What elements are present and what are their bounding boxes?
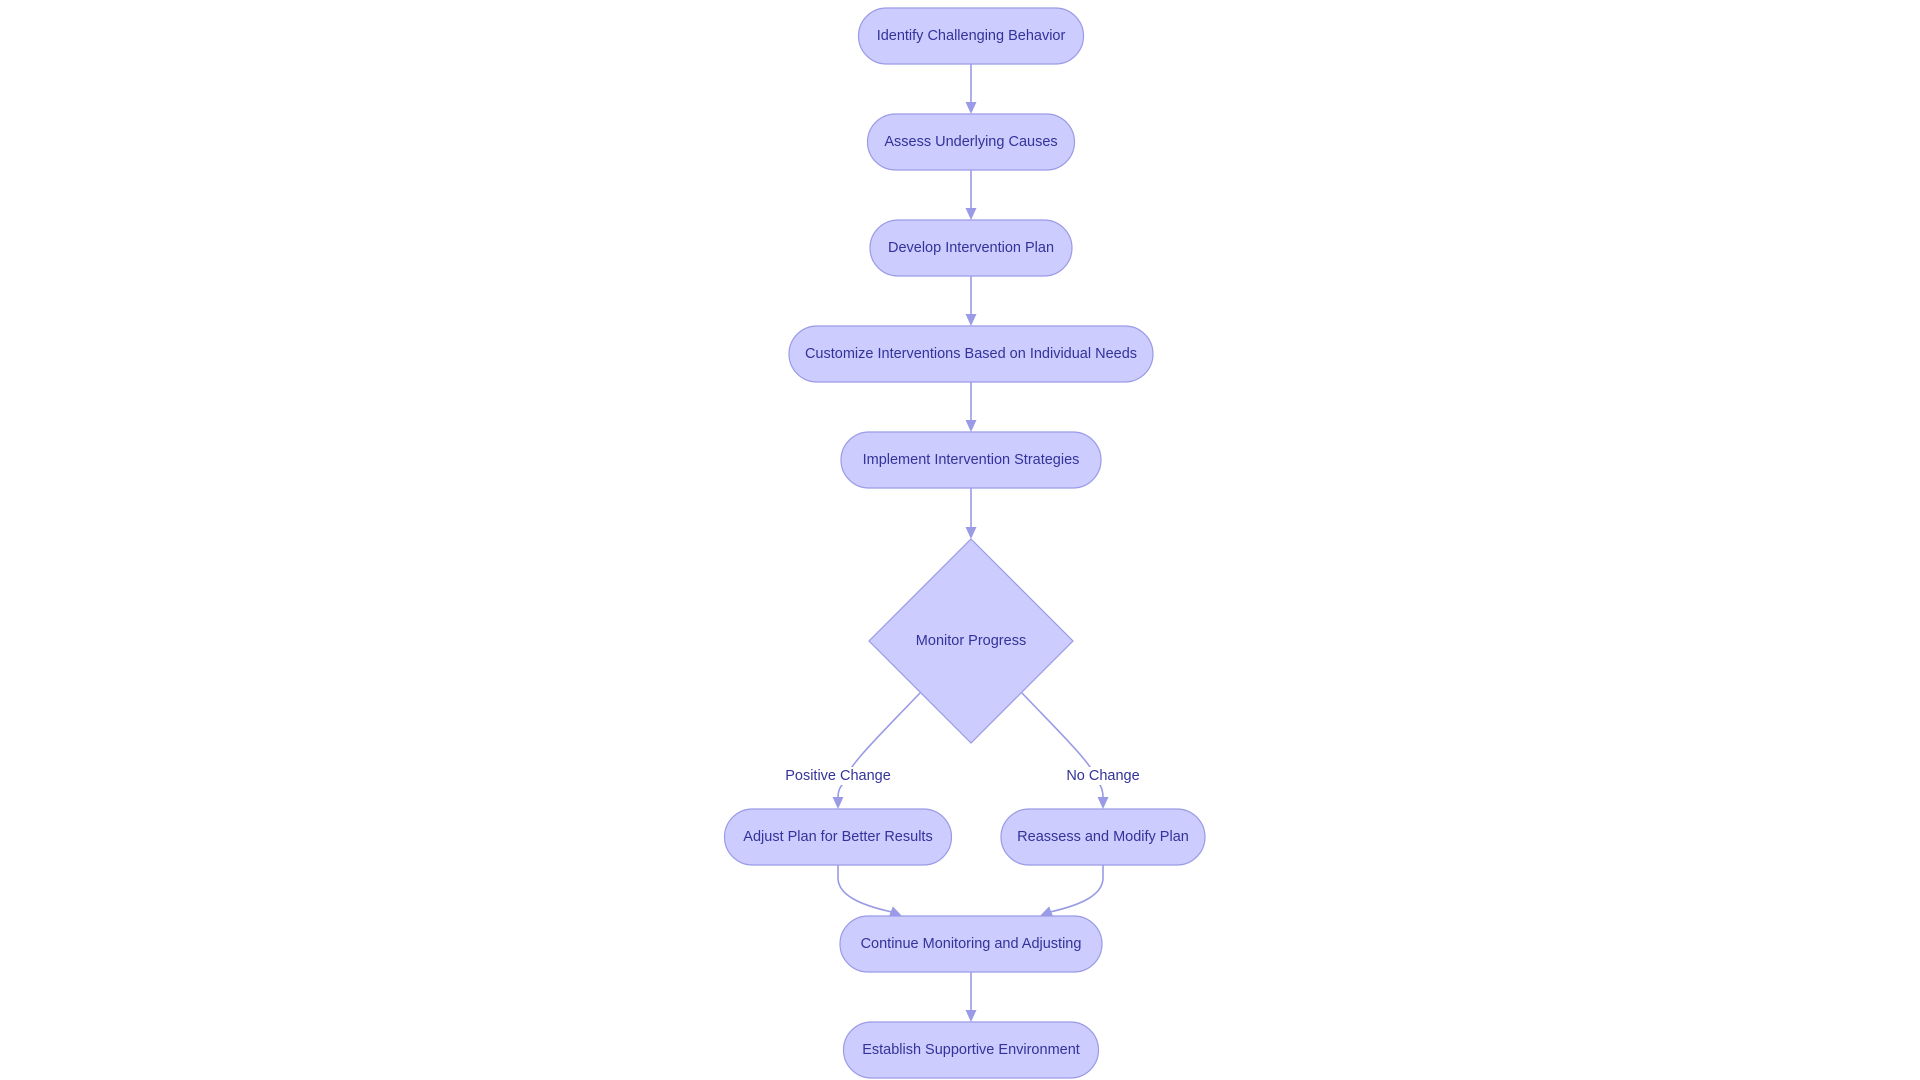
node-monitor[interactable]: Monitor Progress [868, 538, 1074, 744]
node-reassess[interactable]: Reassess and Modify Plan [1000, 808, 1206, 866]
edge-monitor-to-adjust [832, 692, 921, 809]
node-label: Customize Interventions Based on Individ… [805, 346, 1137, 362]
edge-continue-to-establish [965, 972, 977, 1022]
edge-adjust-to-continue [837, 865, 902, 917]
node-label: Monitor Progress [916, 633, 1026, 649]
node-label: Reassess and Modify Plan [1017, 829, 1189, 845]
node-adjust[interactable]: Adjust Plan for Better Results [723, 808, 953, 866]
edge-reassess-to-continue [1040, 865, 1104, 917]
arrowhead-icon [965, 527, 977, 539]
node-label: Implement Intervention Strategies [863, 452, 1080, 468]
arrowhead-icon [965, 420, 977, 432]
process-stadium [839, 915, 1103, 973]
node-develop[interactable]: Develop Intervention Plan [869, 219, 1073, 277]
node-label: Identify Challenging Behavior [877, 28, 1066, 44]
edge-develop-to-customize [965, 276, 977, 326]
edge-line [837, 865, 893, 913]
process-stadium [857, 7, 1085, 65]
node-label: Adjust Plan for Better Results [743, 829, 932, 845]
node-assess[interactable]: Assess Underlying Causes [866, 113, 1076, 171]
process-stadium [842, 1021, 1100, 1079]
arrowhead-icon [832, 797, 844, 809]
node-implement[interactable]: Implement Intervention Strategies [840, 431, 1102, 489]
process-stadium [866, 113, 1076, 171]
edge-label: No Change [1066, 768, 1139, 784]
node-continue[interactable]: Continue Monitoring and Adjusting [839, 915, 1103, 973]
process-stadium [840, 431, 1102, 489]
arrowhead-icon [965, 208, 977, 220]
edge-customize-to-implement [965, 382, 977, 432]
node-label: Continue Monitoring and Adjusting [861, 936, 1082, 952]
arrowhead-icon [965, 314, 977, 326]
edge-implement-to-monitor [965, 488, 977, 539]
edge-labels-layer: Positive Change No Change [782, 767, 1143, 785]
edge-label: Positive Change [785, 768, 891, 784]
arrowhead-icon [1040, 906, 1054, 917]
edge-label-background [1063, 767, 1143, 785]
node-establish[interactable]: Establish Supportive Environment [842, 1021, 1100, 1079]
edge-label-group: Positive Change [782, 767, 894, 785]
process-stadium [869, 219, 1073, 277]
decision-diamond [868, 538, 1074, 744]
edge-line [1049, 865, 1104, 913]
node-identify[interactable]: Identify Challenging Behavior [857, 7, 1085, 65]
edge-label-background [782, 767, 894, 785]
process-stadium [1000, 808, 1206, 866]
arrowhead-icon [1097, 797, 1109, 809]
process-stadium [723, 808, 953, 866]
node-customize[interactable]: Customize Interventions Based on Individ… [788, 325, 1154, 383]
arrowhead-icon [965, 102, 977, 114]
edge-assess-to-develop [965, 170, 977, 220]
node-label: Assess Underlying Causes [884, 134, 1057, 150]
edge-monitor-to-reassess [1021, 692, 1109, 809]
node-label: Develop Intervention Plan [888, 240, 1054, 256]
edge-identify-to-assess [965, 64, 977, 114]
node-label: Establish Supportive Environment [862, 1042, 1080, 1058]
arrowhead-icon [965, 1010, 977, 1022]
process-stadium [788, 325, 1154, 383]
edge-label-group: No Change [1063, 767, 1143, 785]
arrowhead-icon [888, 906, 902, 917]
